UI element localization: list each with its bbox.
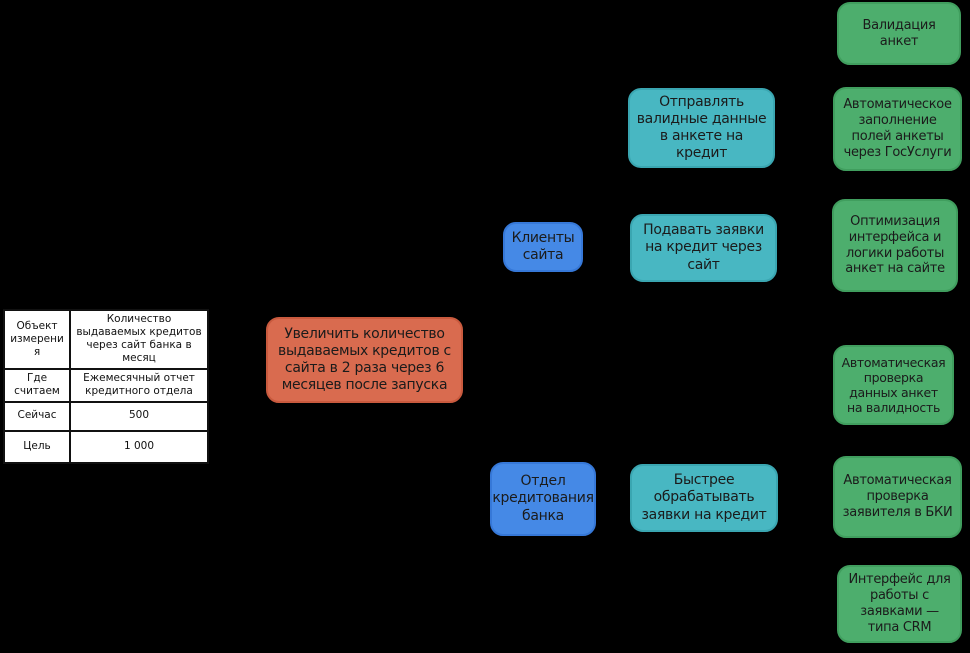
metric-table[interactable]: Объект измерения Количество выдаваемых к… [3, 309, 209, 464]
table-row-current: Сейчас 500 [3, 400, 209, 432]
impact-node-process-faster[interactable]: Быстрее обрабатывать заявки на кредит [630, 464, 778, 532]
table-row-measure-object: Объект измерения Количество выдаваемых к… [3, 309, 209, 370]
deliverable-text: Автоматическое заполнение полей анкеты ч… [843, 97, 952, 160]
actor-node-bank-credit-department[interactable]: Отдел кредитования банка [490, 462, 596, 536]
deliverable-node-bki-applicant-check[interactable]: Автоматическая проверка заявителя в БКИ [833, 456, 962, 538]
metric-value: 1 000 [69, 429, 209, 464]
deliverable-text: Валидация анкет [862, 17, 936, 49]
deliverable-node-form-validation[interactable]: Валидация анкет [837, 2, 961, 65]
impact-text: Отправлять валидные данные в анкете на к… [636, 93, 767, 162]
metric-label: Цель [3, 429, 71, 464]
actor-text: Клиенты сайта [511, 229, 575, 263]
deliverable-node-ui-logic-optimization[interactable]: Оптимизация интерфейса и логики работы а… [832, 199, 958, 292]
deliverable-text: Интерфейс для работы с заявками — типа C… [848, 572, 951, 635]
metric-value: 500 [69, 400, 209, 432]
goal-text: Увеличить количество выдаваемых кредитов… [278, 325, 451, 394]
impact-node-send-valid-data[interactable]: Отправлять валидные данные в анкете на к… [628, 88, 775, 168]
metric-label: Объект измерения [3, 309, 71, 370]
table-row-where-counted: Где считаем Ежемесячный отчет кредитного… [3, 367, 209, 403]
deliverable-node-crm-like-interface[interactable]: Интерфейс для работы с заявками — типа C… [837, 565, 962, 643]
metric-value: Количество выдаваемых кредитов через сай… [69, 309, 209, 370]
goal-node[interactable]: Увеличить количество выдаваемых кредитов… [266, 317, 463, 403]
actor-text: Отдел кредитования банка [492, 473, 594, 524]
deliverable-text: Автоматическая проверка данных анкет на … [841, 354, 946, 416]
impact-text: Быстрее обрабатывать заявки на кредит [641, 472, 767, 523]
deliverable-node-gosuslugi-autofill[interactable]: Автоматическое заполнение полей анкеты ч… [833, 87, 962, 171]
deliverable-node-auto-data-validity-check[interactable]: Автоматическая проверка данных анкет на … [833, 345, 954, 425]
metric-label: Где считаем [3, 367, 71, 403]
actor-node-site-clients[interactable]: Клиенты сайта [503, 222, 583, 272]
deliverable-text: Автоматическая проверка заявителя в БКИ [842, 473, 953, 520]
impact-text: Подавать заявки на кредит через сайт [643, 222, 764, 273]
impact-node-apply-via-site[interactable]: Подавать заявки на кредит через сайт [630, 214, 777, 282]
metric-label: Сейчас [3, 400, 71, 432]
deliverable-text: Оптимизация интерфейса и логики работы а… [845, 213, 945, 277]
table-row-target: Цель 1 000 [3, 429, 209, 464]
metric-value: Ежемесячный отчет кредитного отдела [69, 367, 209, 403]
